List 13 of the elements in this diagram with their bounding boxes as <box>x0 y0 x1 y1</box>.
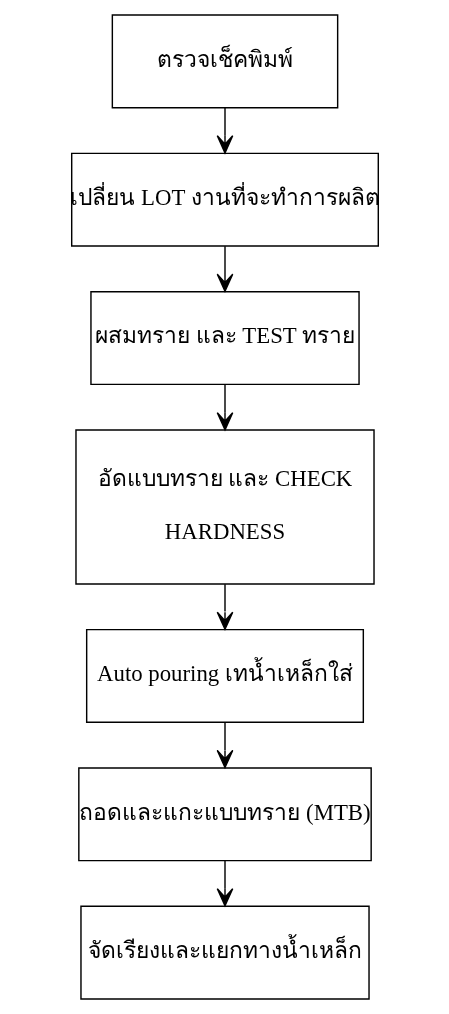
arrow <box>216 383 233 431</box>
arrow <box>216 107 233 154</box>
arrow <box>216 721 233 769</box>
node-box: Auto pouring เทน้ำเหล็กใส่ <box>85 628 364 724</box>
arrow <box>216 245 233 292</box>
node-box: อัดแบบทราย และ CHECK HARDNESS <box>74 429 375 585</box>
arrow <box>216 583 233 630</box>
node-box: ผสมทราย และ TEST ทราย <box>89 290 360 386</box>
arrow <box>216 860 233 907</box>
node-box: ถอดและแกะแบบทราย (MTB) <box>77 767 372 862</box>
node-box: ตรวจเช็คพิมพ์ <box>111 14 338 109</box>
node-box: เปลี่ยน LOT งานที่จะทำการผลิต <box>70 152 379 247</box>
node-box: จัดเรียงและแยกทางน้ำเหล็ก <box>79 905 370 1000</box>
